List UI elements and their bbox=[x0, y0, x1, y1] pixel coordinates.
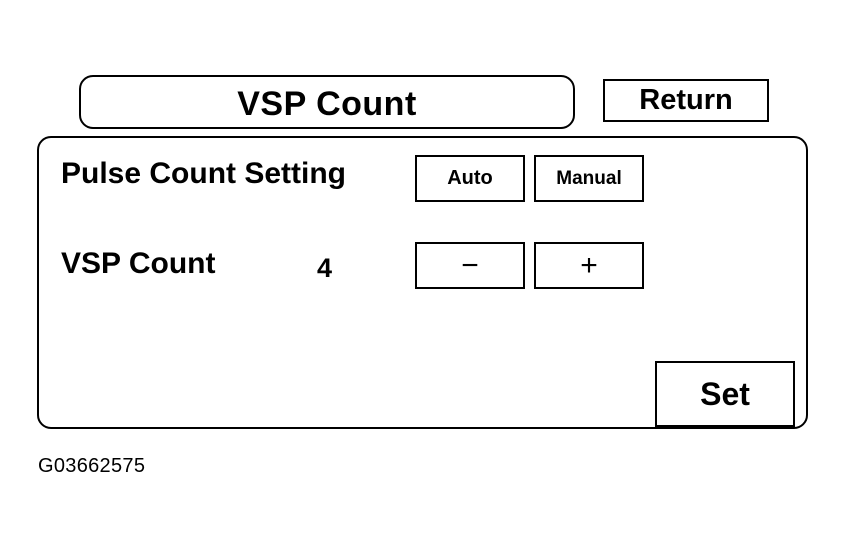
figure-id: G03662575 bbox=[38, 455, 146, 477]
title-box: VSP Count bbox=[79, 75, 575, 129]
decrement-button[interactable]: − bbox=[415, 242, 525, 289]
vsp-count-label: VSP Count bbox=[61, 247, 216, 280]
page-title: VSP Count bbox=[237, 84, 417, 123]
return-button[interactable]: Return bbox=[603, 79, 769, 122]
settings-panel bbox=[37, 136, 808, 429]
set-button[interactable]: Set bbox=[655, 361, 795, 427]
auto-button[interactable]: Auto bbox=[415, 155, 525, 202]
vsp-count-value: 4 bbox=[317, 253, 333, 283]
manual-button[interactable]: Manual bbox=[534, 155, 644, 202]
increment-button[interactable]: + bbox=[534, 242, 644, 289]
pulse-count-setting-label: Pulse Count Setting bbox=[61, 157, 346, 190]
